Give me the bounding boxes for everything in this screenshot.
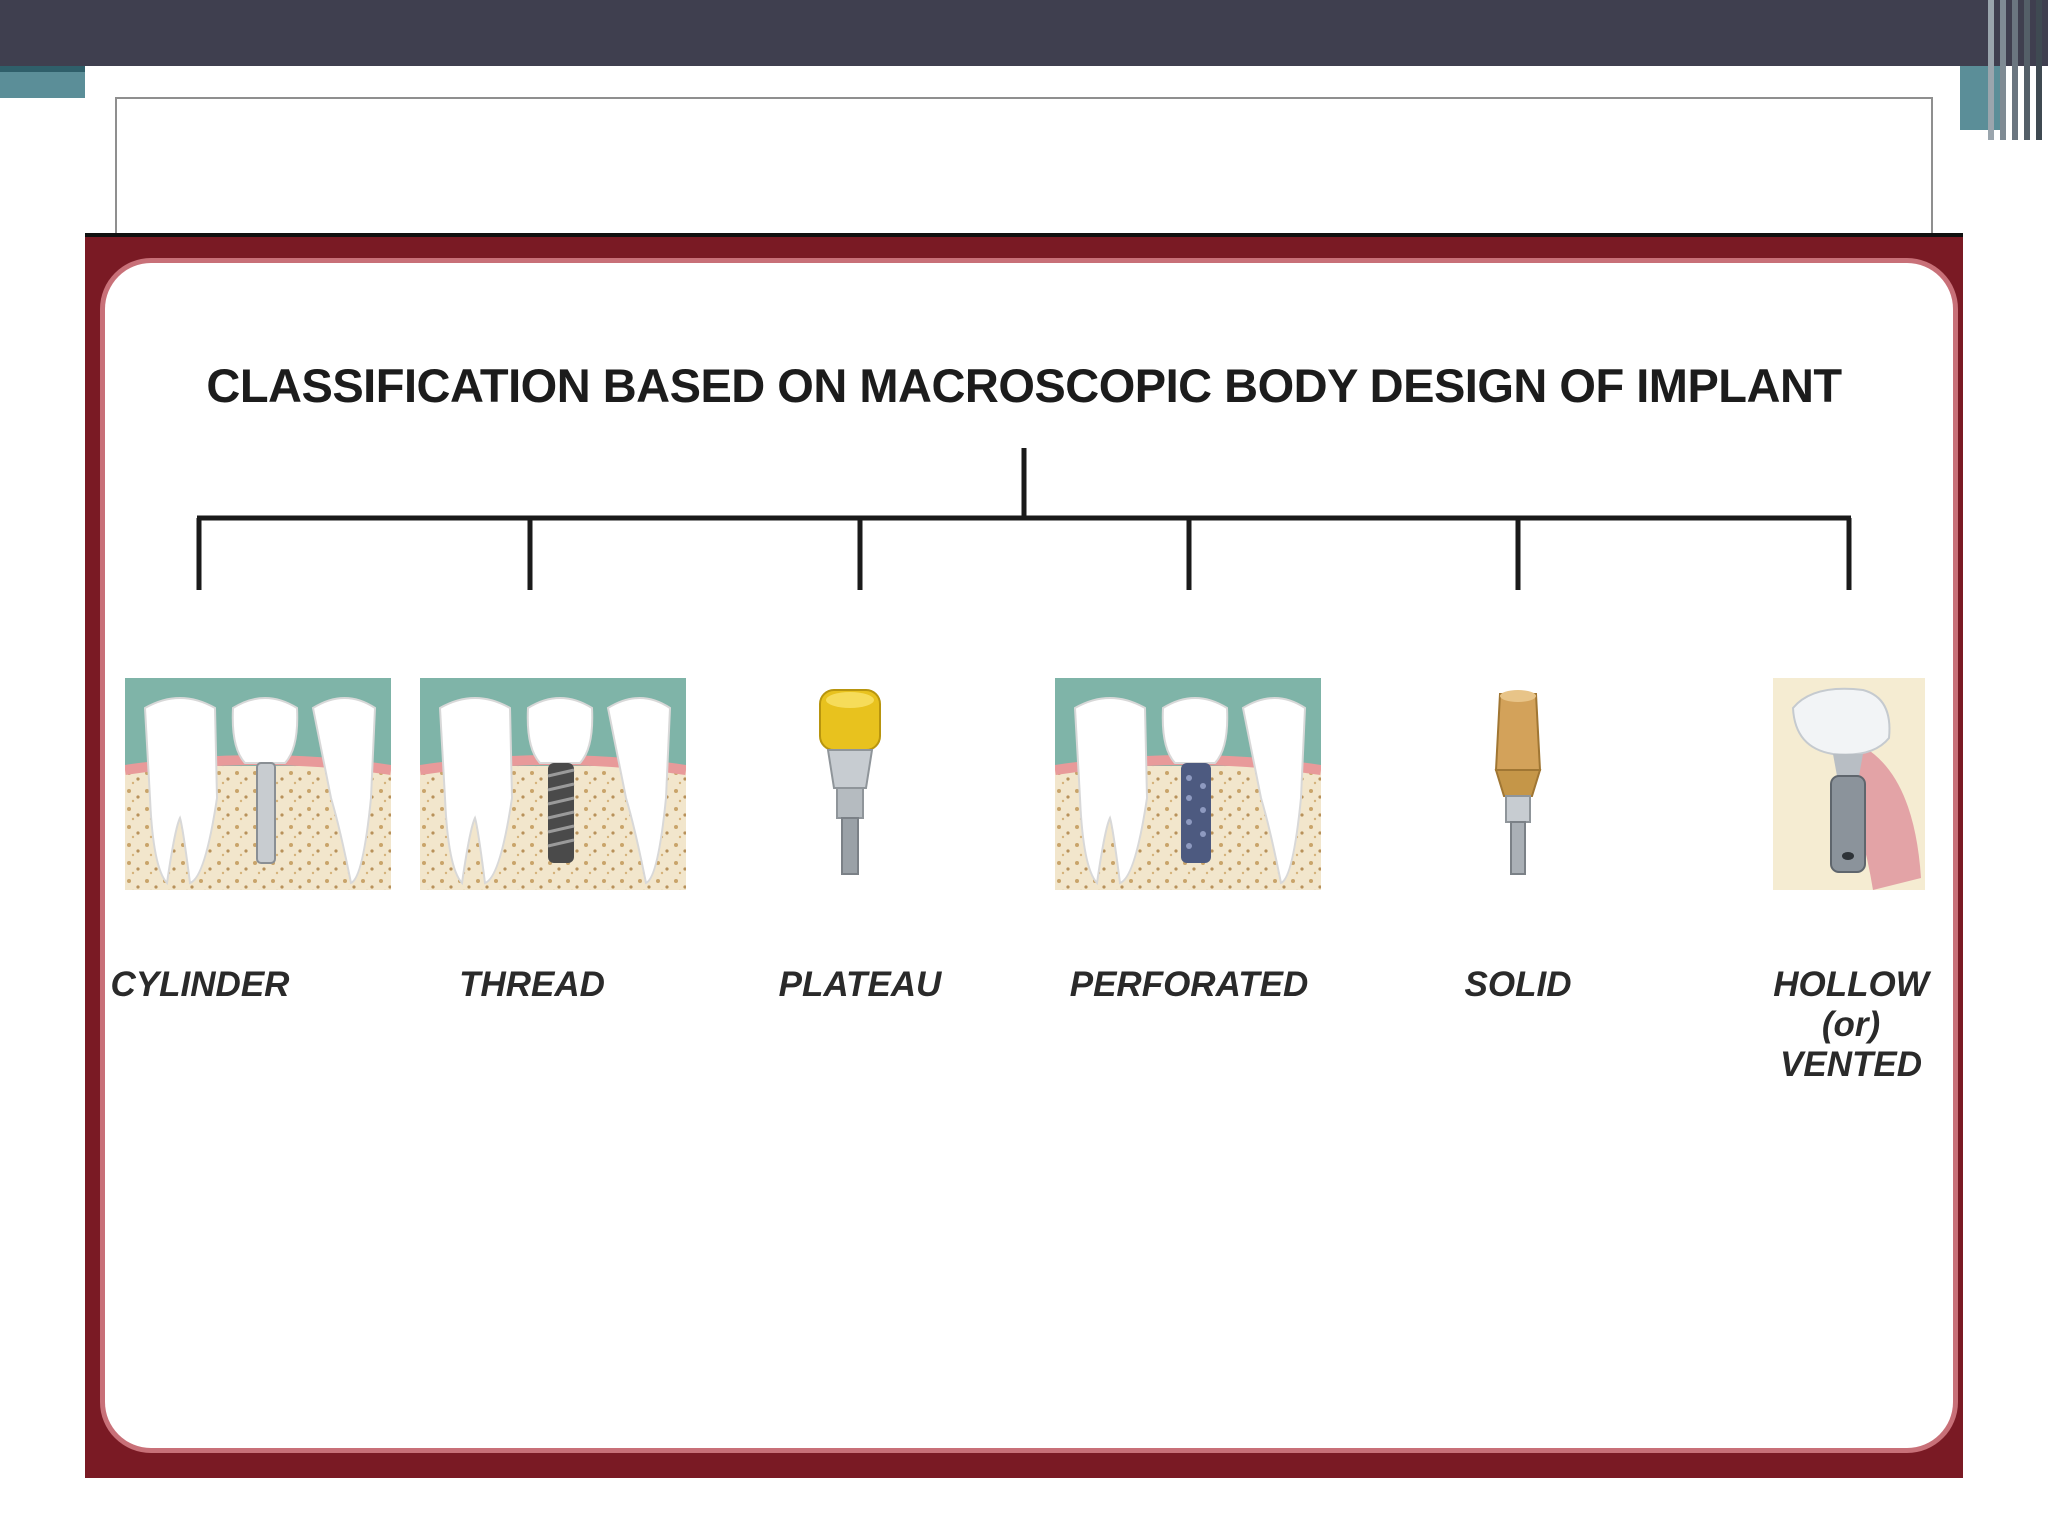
solid-implant-abutment-icon — [1478, 684, 1558, 884]
diagram-frame — [85, 233, 1963, 1478]
category-label-thread: THREAD — [459, 965, 605, 1004]
threaded-implant-in-jaw-icon — [420, 678, 686, 890]
category-label-hollow-line: HOLLOW — [1773, 965, 1929, 1004]
cylinder-implant-in-jaw-icon — [125, 678, 391, 890]
category-label-vented-line: VENTED — [1780, 1045, 1922, 1084]
category-label-plateau: PLATEAU — [778, 965, 942, 1004]
category-label-cylinder: CYLINDER — [110, 965, 290, 1004]
diagram-panel — [105, 263, 1953, 1448]
slide-title-placeholder — [115, 97, 1933, 237]
slide-header-bar — [0, 0, 2048, 66]
category-label-perforated: PERFORATED — [1069, 965, 1309, 1004]
diagram-title: CLASSIFICATION BASED ON MACROSCOPIC BODY… — [206, 359, 1842, 412]
slide-accent-left-shadow — [0, 66, 85, 72]
hollow-vented-implant-icon — [1773, 678, 1925, 890]
category-label-or-line: (or) — [1821, 1005, 1881, 1044]
slide-accent-right — [1960, 0, 2048, 140]
plateau-implant-abutment-icon — [810, 684, 890, 884]
category-label-hollow-vented: HOLLOW (or) VENTED — [1721, 965, 1981, 1085]
category-label-solid: SOLID — [1464, 965, 1572, 1004]
perforated-implant-in-jaw-icon — [1055, 678, 1321, 890]
